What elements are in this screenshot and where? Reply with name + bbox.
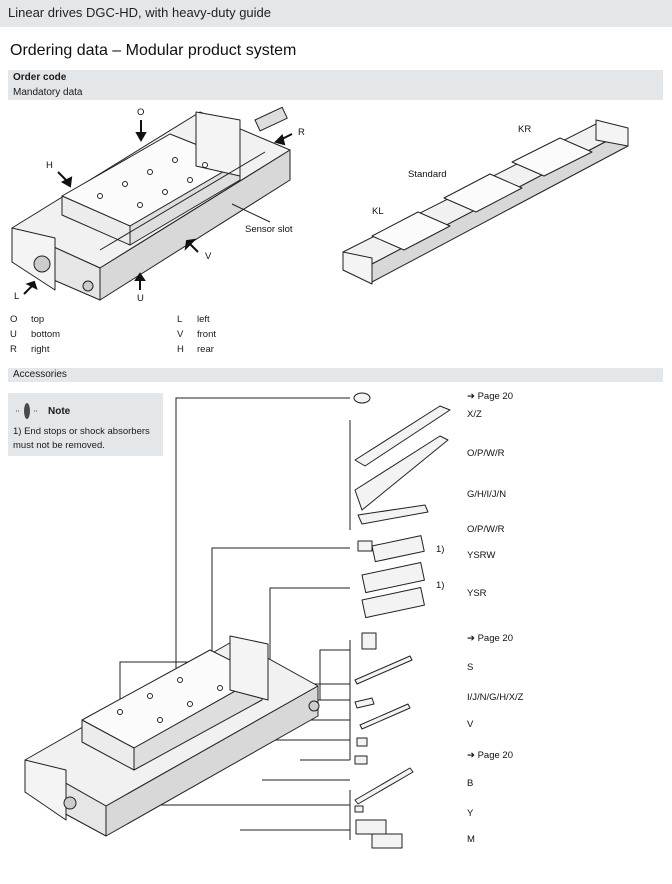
- acc-label-ysrw: YSRW: [467, 550, 496, 561]
- header-title: Linear drives DGC-HD, with heavy-duty gu…: [8, 5, 271, 20]
- info-icon: [16, 403, 38, 419]
- callout-kl: KL: [372, 206, 384, 217]
- order-code-band: Order code Mandatory data: [8, 70, 663, 100]
- acc-label-page20-c[interactable]: ➔ Page 20: [467, 750, 513, 761]
- legend-code-o: O: [10, 314, 18, 325]
- order-code-title: Order code: [13, 72, 67, 83]
- acc-label-y: Y: [467, 808, 474, 819]
- accessories-band: Accessories: [8, 368, 663, 382]
- acc-label-opwr-b: O/P/W/R: [467, 524, 505, 535]
- acc-label-ysr: YSR: [467, 588, 487, 599]
- acc-label-ijnghxz: I/J/N/G/H/X/Z: [467, 692, 524, 703]
- acc-label-v: V: [467, 719, 474, 730]
- legend-text-l: left: [197, 314, 210, 325]
- legend-code-l: L: [177, 314, 183, 325]
- callout-sensor-slot: Sensor slot: [245, 224, 293, 235]
- acc-label-xz: X/Z: [467, 409, 482, 420]
- note-text: 1) End stops or shock absorbers must not…: [13, 426, 150, 451]
- acc-label-opwr-a: O/P/W/R: [467, 448, 505, 459]
- accessories-title: Accessories: [13, 369, 67, 380]
- acc-label-m: M: [467, 834, 475, 845]
- acc-label-page20-b[interactable]: ➔ Page 20: [467, 633, 513, 644]
- callout-u: U: [137, 293, 144, 304]
- legend-code-u: U: [10, 329, 17, 340]
- callout-v: V: [205, 251, 212, 262]
- acc-label-b: B: [467, 778, 474, 789]
- callout-kr: KR: [518, 124, 532, 135]
- note-title: Note: [48, 406, 71, 417]
- page-title: Ordering data – Modular product system: [10, 42, 297, 59]
- legend-text-h: rear: [197, 344, 214, 355]
- legend-code-v: V: [177, 329, 184, 340]
- acc-label-ghijn: G/H/I/J/N: [467, 489, 507, 500]
- acc-label-page20-a[interactable]: ➔ Page 20: [467, 391, 513, 402]
- legend-code-r: R: [10, 344, 17, 355]
- callout-l: L: [14, 291, 20, 302]
- legend-text-v: front: [197, 329, 217, 340]
- footnote-marker-a: 1): [436, 544, 445, 555]
- callout-r: R: [298, 127, 305, 138]
- legend-text-u: bottom: [31, 329, 61, 340]
- callout-standard: Standard: [408, 169, 447, 180]
- note-box: Note 1) End stops or shock absorbers mus…: [8, 393, 163, 456]
- acc-label-s: S: [467, 662, 474, 673]
- order-code-subtitle: Mandatory data: [13, 87, 83, 98]
- legend-text-r: right: [31, 344, 50, 355]
- header-bar: Linear drives DGC-HD, with heavy-duty gu…: [0, 0, 672, 27]
- footnote-marker-b: 1): [436, 580, 445, 591]
- legend-text-o: top: [31, 314, 45, 325]
- callout-o: O: [137, 107, 145, 118]
- callout-h: H: [46, 160, 53, 171]
- legend-code-h: H: [177, 344, 184, 355]
